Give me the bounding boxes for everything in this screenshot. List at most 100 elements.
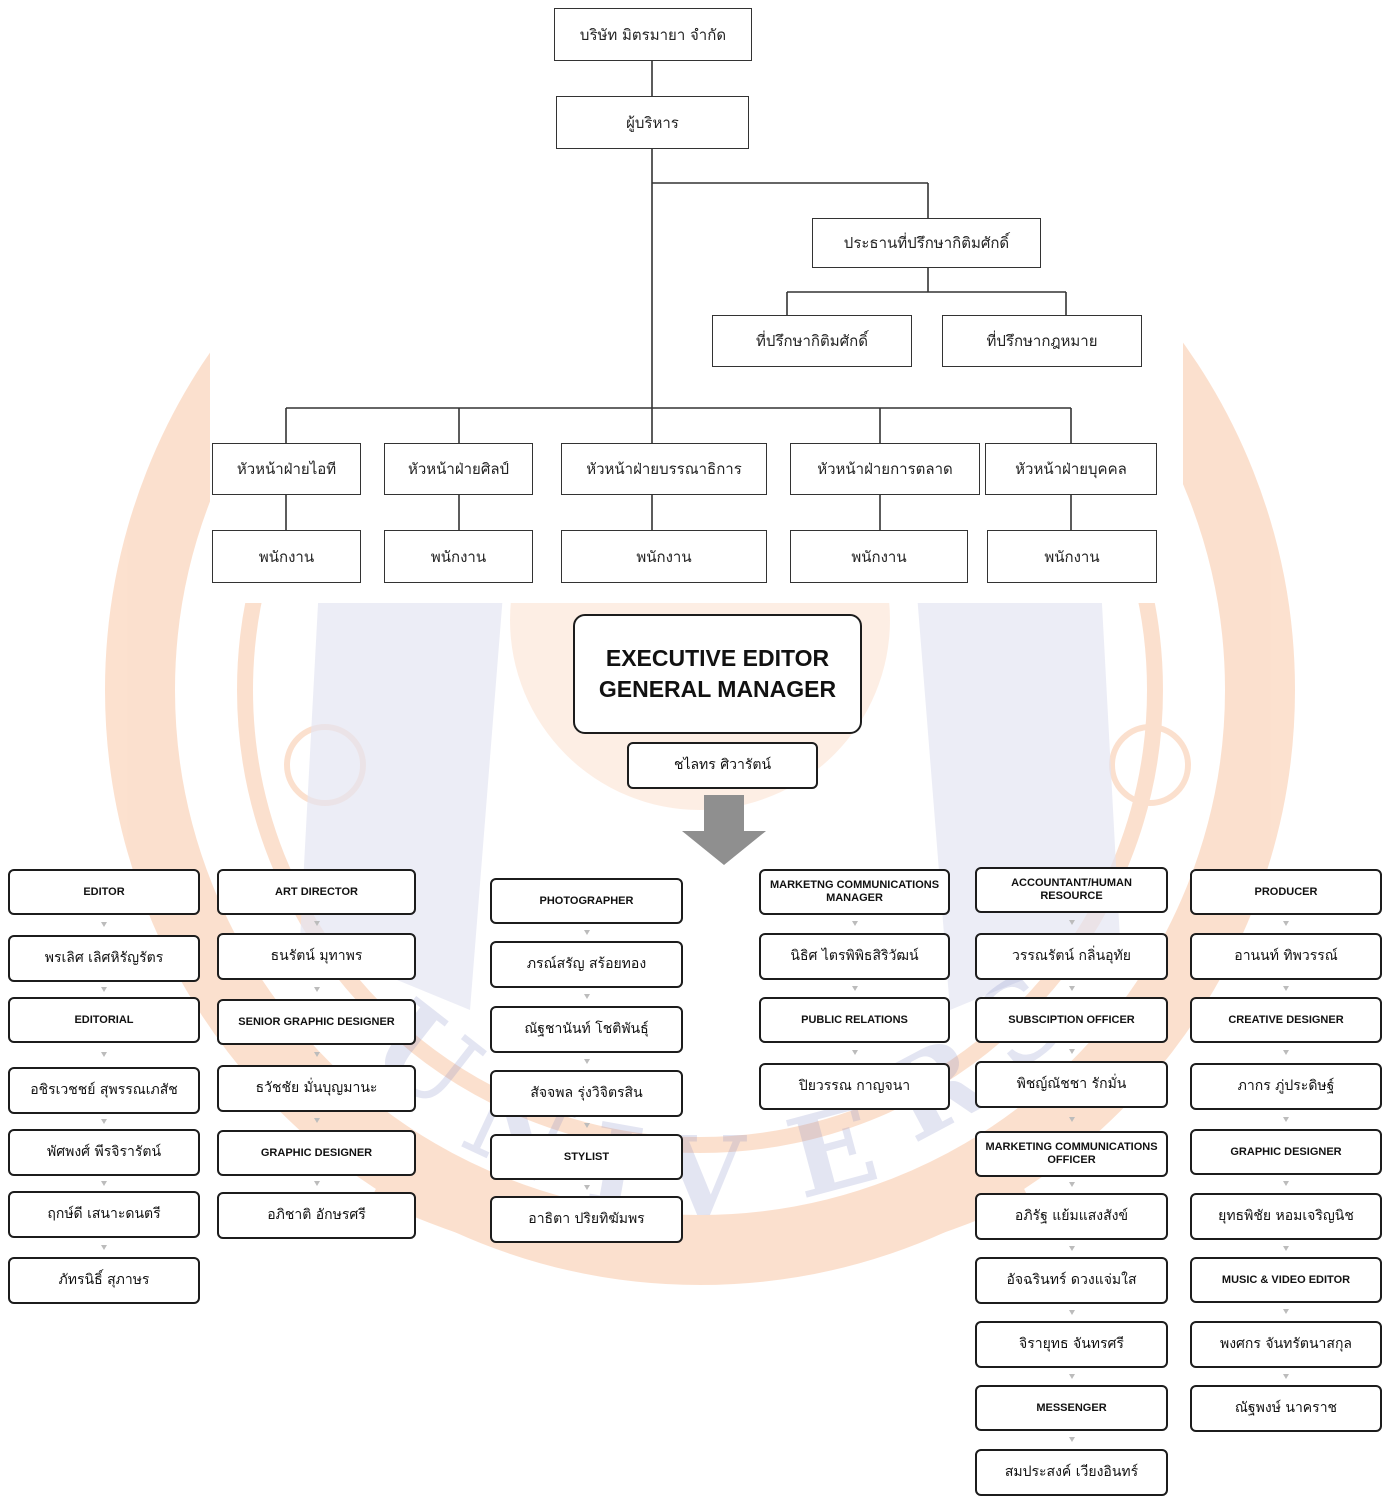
staff-box: พนักงาน (987, 530, 1157, 583)
person-box: สมประสงค์ เวียงอินทร์ (975, 1449, 1168, 1496)
connector-arrow-icon (101, 1244, 107, 1250)
top-chart-panel (210, 0, 1183, 603)
honorary-chairman-box: ประธานที่ปรึกษากิติมศักดิ์ (812, 218, 1041, 268)
department-head-box: หัวหน้าฝ่ายบุคคล (985, 443, 1157, 495)
connector-arrow-icon (101, 1052, 107, 1057)
role-box: GRAPHIC DESIGNER (217, 1130, 416, 1176)
role-box: MESSENGER (975, 1385, 1168, 1431)
person-box: จิรายุทธ จันทรศรี (975, 1321, 1168, 1368)
connector-arrow-icon (1068, 920, 1075, 925)
down-arrow-icon (682, 795, 766, 865)
role-box: EDITOR (8, 869, 200, 915)
person-box: ธนรัตน์ มุทาพร (217, 933, 416, 980)
department-head-box: หัวหน้าฝ่ายไอที (212, 443, 361, 495)
connector-arrow-icon (1068, 1437, 1075, 1442)
connector-arrow-icon (313, 1181, 320, 1186)
connector-arrow-icon (313, 986, 320, 992)
connector-arrow-icon (1283, 1309, 1289, 1314)
executive-title-line-1: EXECUTIVE EDITOR (605, 644, 830, 671)
person-box: ปิยวรรณ กาญจนา (759, 1063, 950, 1110)
person-box: อัจฉรินทร์ ดวงแจ่มใส (975, 1257, 1168, 1304)
person-box: พรเลิศ เลิศหิรัญรัตร (8, 935, 200, 982)
person-box: ธวัชชัย มั่นบุญมานะ (217, 1065, 416, 1112)
connector-arrow-icon (1068, 1116, 1075, 1122)
person-box: นิธิศ ไตรพิพิธสิริวัฒน์ (759, 933, 950, 980)
connector-arrow-icon (583, 1058, 590, 1064)
role-box: PUBLIC RELATIONS (759, 997, 950, 1043)
connector-arrow-icon (313, 1118, 320, 1123)
connector-arrow-icon (1283, 1245, 1289, 1251)
watermark-bottom-arc (371, 1161, 1029, 1275)
connector-arrow-icon (313, 1052, 320, 1057)
role-box: SUBSCIPTION OFFICER (975, 997, 1168, 1043)
person-box: วรรณรัตน์ กลิ่นอุทัย (975, 933, 1168, 980)
department-head-box: หัวหน้าฝ่ายการตลาด (790, 443, 980, 495)
connector-arrow-icon (1283, 1181, 1289, 1186)
person-box: พัศพงศ์ พีรจิรารัตน์ (8, 1129, 200, 1176)
connector-arrow-icon (101, 1180, 107, 1186)
connector-arrow-icon (1068, 1245, 1075, 1251)
connector-arrow-icon (583, 929, 590, 935)
connector-arrow-icon (313, 921, 320, 926)
executive-title-line-2: GENERAL MANAGER (598, 676, 837, 702)
connector-arrow-icon (1068, 1373, 1075, 1379)
connector-arrow-icon (583, 1185, 590, 1190)
connector-arrow-icon (1283, 1050, 1289, 1055)
connector-arrow-icon (583, 994, 590, 999)
person-box: ณัฐชานันท์ โชติพันธุ์ (490, 1006, 683, 1053)
person-box: อานนท์ ทิพวรรณ์ (1190, 933, 1382, 980)
watermark-star-left (284, 724, 366, 806)
person-box: พงศกร จันทรัตนาสกุล (1190, 1321, 1382, 1368)
connector-arrow-icon (851, 985, 858, 991)
role-box: CREATIVE DESIGNER (1190, 997, 1382, 1043)
staff-box: พนักงาน (790, 530, 968, 583)
connector-arrow-icon (1283, 1116, 1289, 1122)
executive-box: ผู้บริหาร (556, 96, 749, 149)
role-box: PHOTOGRAPHER (490, 878, 683, 924)
connector-arrow-icon (1283, 985, 1289, 991)
department-head-box: หัวหน้าฝ่ายบรรณาธิการ (561, 443, 767, 495)
person-box: อภิรัฐ แย้มแสงสังข์ (975, 1193, 1168, 1240)
staff-box: พนักงาน (212, 530, 361, 583)
role-box: GRAPHIC DESIGNER (1190, 1129, 1382, 1175)
staff-box: พนักงาน (561, 530, 767, 583)
person-box: อชิรเวชชย์ สุพรรณเภสัช (8, 1067, 200, 1114)
person-box: อภิชาติ อักษรศรี (217, 1192, 416, 1239)
role-box: ART DIRECTOR (217, 869, 416, 915)
department-head-box: หัวหน้าฝ่ายศิลป์ (384, 443, 533, 495)
role-box: MARKETING COMMUNICATIONS OFFICER (975, 1131, 1168, 1177)
connector-arrow-icon (1283, 921, 1289, 926)
person-box: อาธิตา ปริยทิฆัมพร (490, 1196, 683, 1243)
connector-arrow-icon (1068, 1182, 1075, 1187)
role-box: STYLIST (490, 1134, 683, 1180)
role-box: ACCOUNTANT/HUMAN RESOURCE (975, 867, 1168, 913)
executive-name-box: ชไลทร ศิวารัตน์ (627, 742, 818, 789)
watermark-star-right (1109, 724, 1191, 806)
person-box: ภัทรนิธิ์ สุภาษร (8, 1257, 200, 1304)
person-box: ณัฐพงษ์ นาคราช (1190, 1385, 1382, 1432)
person-box: ฤกษ์ดี เสนาะดนตรี (8, 1191, 200, 1238)
person-box: ภากร ภู่ประดิษฐ์ (1190, 1063, 1382, 1110)
person-box: ยุทธพิชัย หอมเจริญนิช (1190, 1193, 1382, 1240)
connector-arrow-icon (101, 986, 107, 992)
executive-editor-box: EXECUTIVE EDITOR GENERAL MANAGER (573, 614, 862, 734)
role-box: SENIOR GRAPHIC DESIGNER (217, 999, 416, 1045)
person-box: พิชญ์ณัชชา รักมั่น (975, 1061, 1168, 1108)
role-box: MUSIC & VIDEO EDITOR (1190, 1257, 1382, 1303)
staff-box: พนักงาน (384, 530, 533, 583)
role-box: MARKETNG COMMUNICATIONS MANAGER (759, 869, 950, 915)
person-box: สัจจพล รุ่งวิจิตรสิน (490, 1070, 683, 1117)
person-box: ภรณ์สรัญ สร้อยทอง (490, 941, 683, 988)
connector-arrow-icon (851, 921, 858, 926)
legal-advisor-box: ที่ปรึกษากฎหมาย (942, 315, 1142, 367)
honorary-advisor-box: ที่ปรึกษากิติมศักดิ์ (712, 315, 912, 367)
connector-arrow-icon (101, 922, 107, 927)
connector-arrow-icon (1068, 1049, 1075, 1054)
role-box: PRODUCER (1190, 869, 1382, 915)
connector-arrow-icon (851, 1050, 858, 1055)
role-box: EDITORIAL (8, 997, 200, 1043)
connector-arrow-icon (101, 1118, 107, 1124)
connector-arrow-icon (583, 1122, 590, 1128)
connector-arrow-icon (1283, 1373, 1289, 1379)
connector-arrow-icon (1068, 1309, 1075, 1315)
